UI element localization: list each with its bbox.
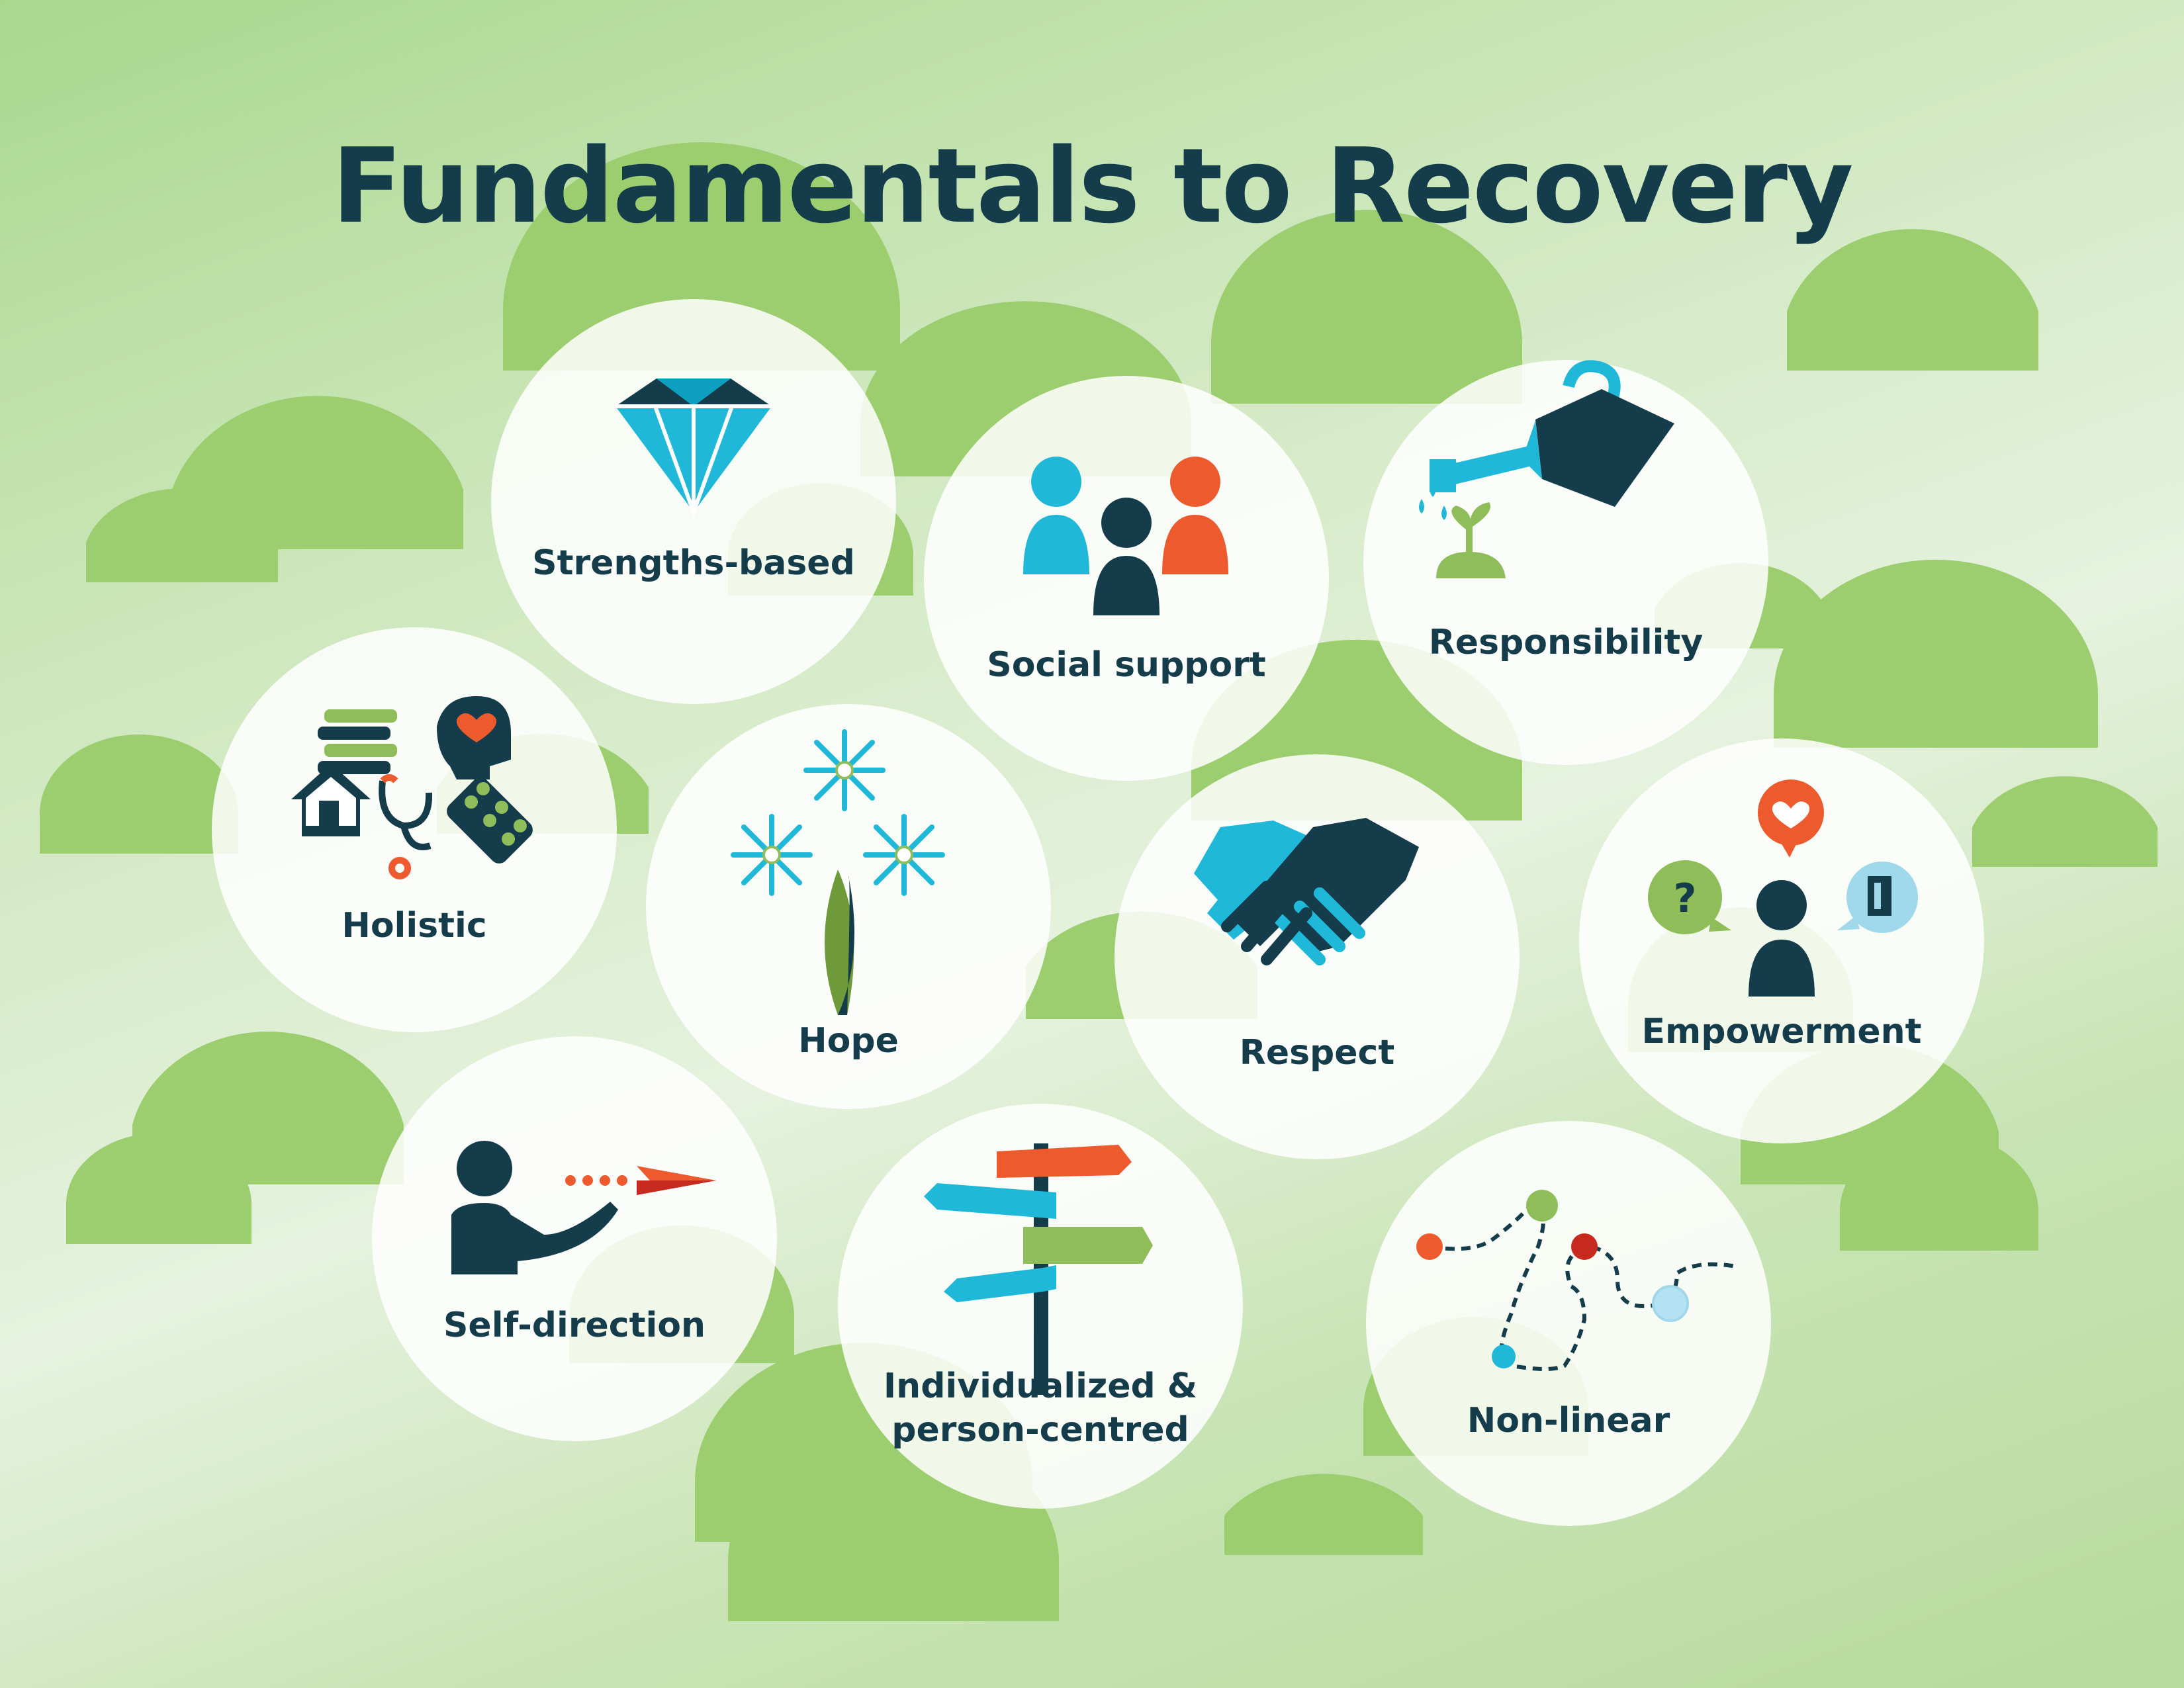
- books-icon: [318, 709, 397, 774]
- principle-hope: Hope: [646, 704, 1051, 1109]
- watering-can-icon: [1419, 360, 1674, 578]
- label-social-support: Social support: [987, 645, 1266, 685]
- principle-individualized: Individualized & person-centred: [838, 1104, 1243, 1509]
- principle-empowerment: ? Empowerment: [1579, 738, 1984, 1143]
- house-icon: [291, 764, 371, 836]
- label-self-direction: Self-direction: [443, 1306, 706, 1345]
- svg-text:?: ?: [1674, 875, 1697, 922]
- flower-icon: [731, 729, 945, 1015]
- page-title: Fundamentals to Recovery: [332, 126, 1853, 246]
- info-bubble-icon: [1837, 862, 1918, 933]
- winding-path-icon: [1416, 1190, 1737, 1371]
- empowerment-icon: ?: [1648, 779, 1918, 997]
- principle-responsibility: Responsibility: [1363, 360, 1768, 765]
- label-respect: Respect: [1239, 1033, 1395, 1073]
- label-empowerment: Empowerment: [1641, 1012, 1922, 1051]
- heart-bubble-icon: [1758, 779, 1824, 858]
- head-heart-icon: [437, 696, 511, 779]
- label-non-linear: Non-linear: [1467, 1401, 1670, 1441]
- question-bubble-icon: ?: [1648, 860, 1731, 934]
- people-group-icon: [1023, 457, 1228, 615]
- handshake-icon: [1194, 818, 1419, 965]
- label-hope: Hope: [798, 1021, 899, 1061]
- signpost-icon: [924, 1143, 1153, 1395]
- principle-self-direction: Self-direction: [372, 1036, 777, 1441]
- principle-non-linear: Non-linear: [1366, 1121, 1771, 1526]
- diamond-icon: [615, 378, 772, 518]
- label-strengths-based: Strengths-based: [532, 543, 855, 583]
- principle-social-support: Social support: [924, 376, 1329, 781]
- pills-icon: [447, 777, 533, 864]
- principle-respect: Respect: [1115, 754, 1520, 1159]
- person-pointing-icon: [451, 1141, 716, 1274]
- label-responsibility: Responsibility: [1428, 623, 1704, 662]
- label-holistic: Holistic: [341, 906, 487, 946]
- label-individualized-line1: Individualized &: [883, 1366, 1198, 1406]
- principle-strengths-based: Strengths-based: [491, 299, 896, 704]
- label-individualized-line2: person-centred: [891, 1410, 1189, 1450]
- stethoscope-icon: [379, 774, 433, 879]
- holistic-icons: [291, 696, 533, 879]
- principle-holistic: Holistic: [212, 627, 617, 1032]
